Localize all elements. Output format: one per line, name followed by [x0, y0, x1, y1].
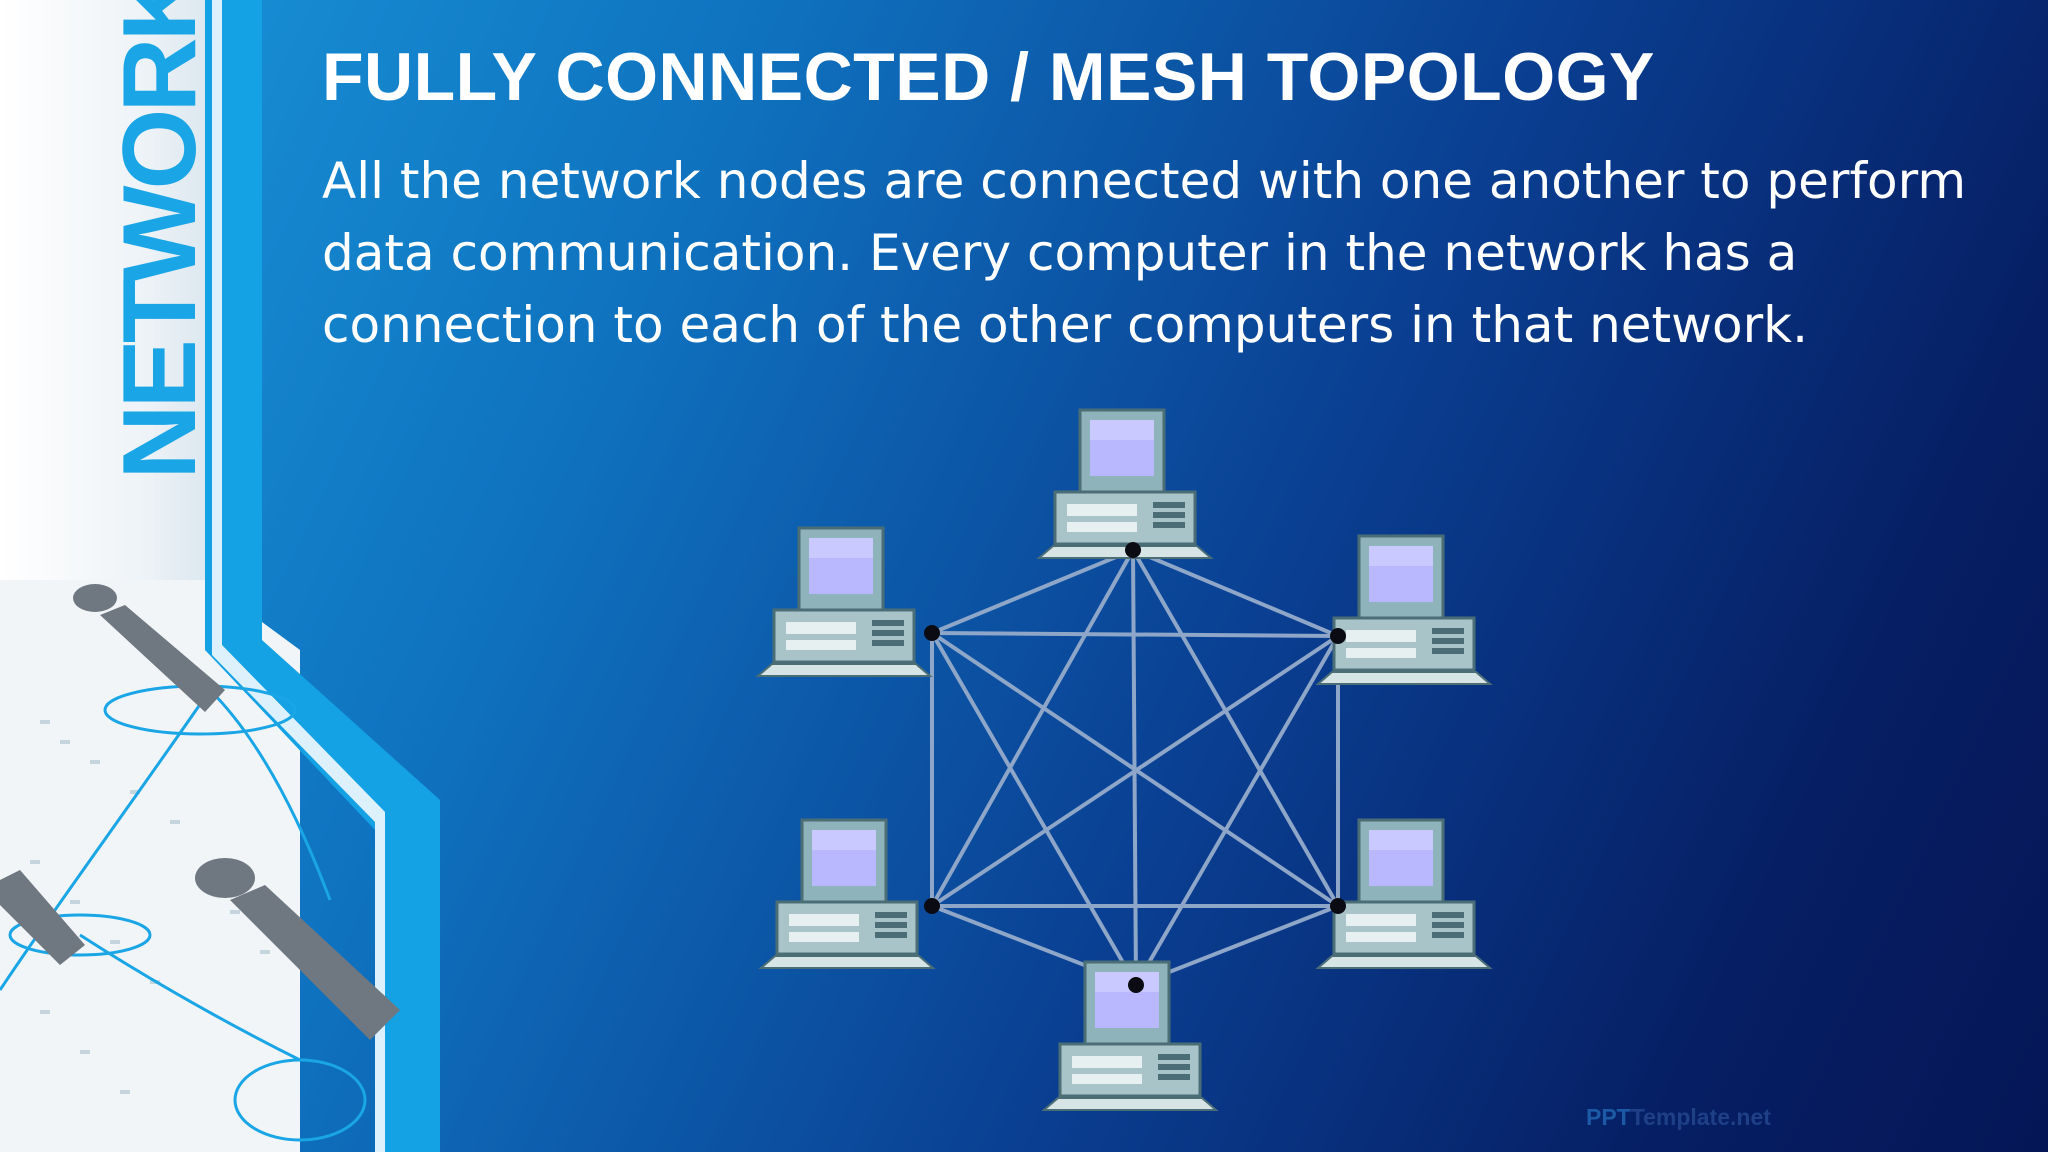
desktop-computer-icon [756, 526, 932, 678]
connection-point-lower-right [1330, 898, 1346, 914]
computer-node-upper-right [1316, 534, 1492, 686]
mesh-links [930, 548, 1340, 987]
watermark-suffix: Template.net [1630, 1104, 1771, 1130]
connection-point-upper-left [924, 625, 940, 641]
connection-point-upper-right [1330, 628, 1346, 644]
connection-point-top [1125, 542, 1141, 558]
computer-node-top [1037, 408, 1213, 560]
slide-title: FULLY CONNECTED / MESH TOPOLOGY [322, 39, 1655, 115]
computer-node-lower-left [759, 818, 940, 970]
mesh-link-top-upper-right [1132, 548, 1339, 638]
mesh-link-upper-right-bottom [1134, 634, 1340, 987]
mesh-nodes [756, 408, 1492, 1112]
watermark: PPTTemplate.net [1586, 1104, 1771, 1131]
connection-point-lower-left [924, 898, 940, 914]
mesh-link-upper-right-lower-left [930, 634, 1340, 908]
connection-point-bottom [1128, 977, 1144, 993]
slide-body-text: All the network nodes are connected with… [322, 152, 1967, 354]
desktop-computer-icon [1316, 818, 1492, 970]
mesh-link-top-lower-left [930, 549, 1135, 907]
watermark-prefix: PPT [1586, 1104, 1631, 1130]
computer-node-bottom [1042, 960, 1218, 1112]
computer-node-lower-right [1316, 818, 1492, 970]
desktop-computer-icon [1037, 408, 1213, 560]
mesh-link-upper-left-bottom [930, 631, 1138, 987]
mesh-link-top-lower-right [1131, 549, 1340, 907]
desktop-computer-icon [759, 818, 935, 970]
side-decoration [0, 0, 440, 1152]
computer-node-upper-left [756, 526, 940, 678]
mesh-link-top-upper-left [931, 548, 1134, 635]
desktop-computer-icon [1316, 534, 1492, 686]
mesh-link-upper-left-upper-right [931, 631, 1339, 638]
